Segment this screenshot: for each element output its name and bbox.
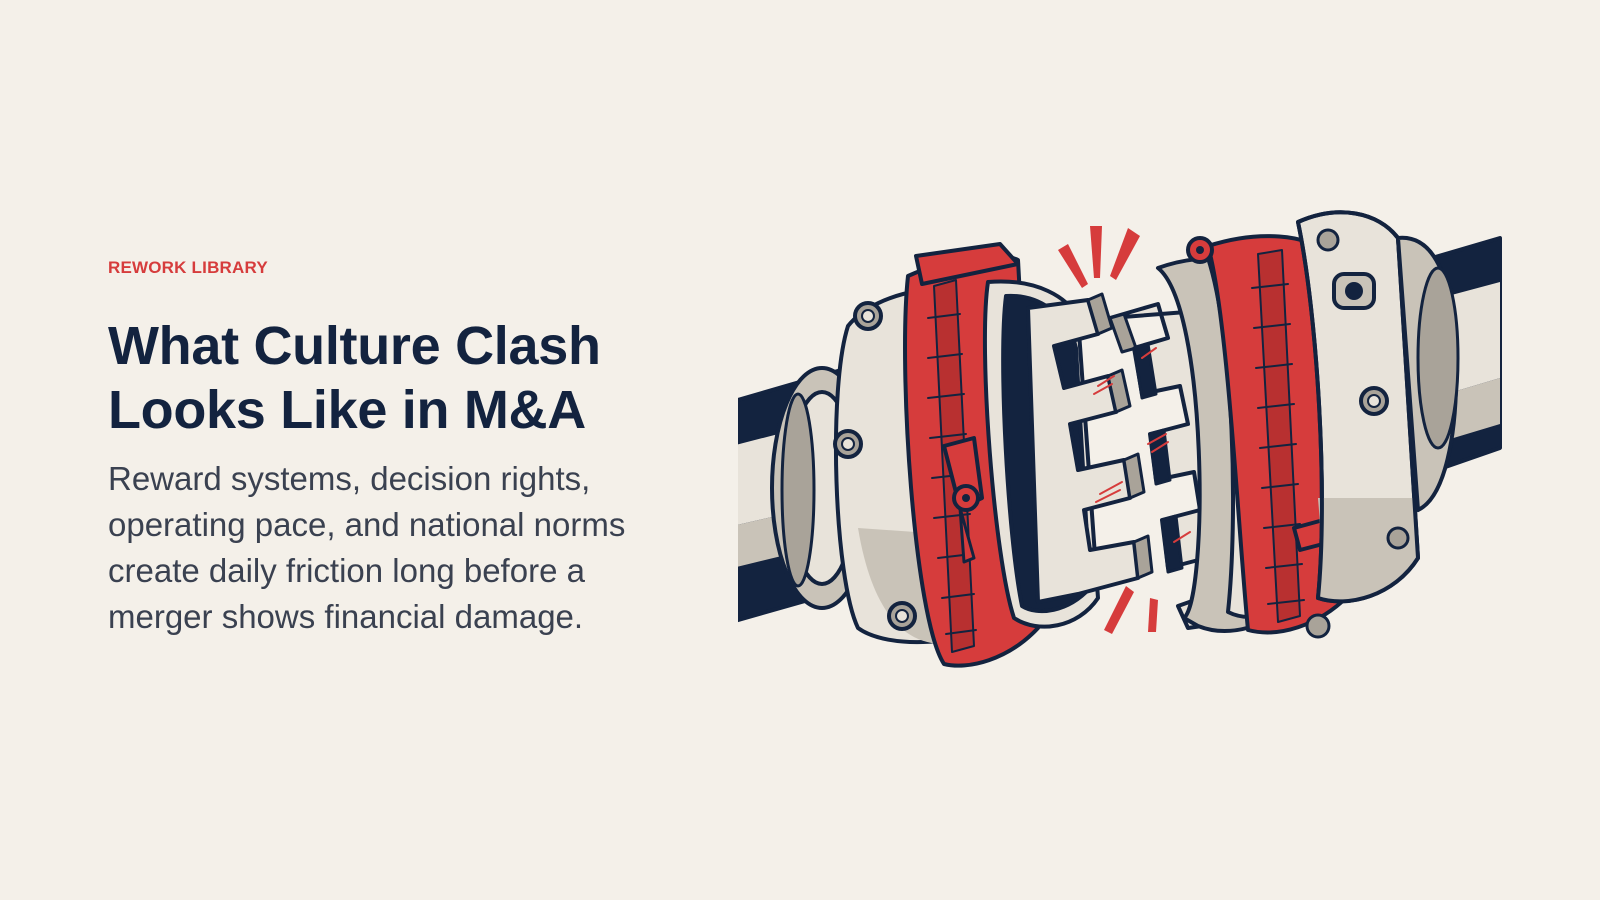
page-title: What Culture Clash Looks Like in M&A [108,314,688,442]
subtitle-line-2: operating pace, and national norms [108,506,626,543]
clash-sparks-icon [1058,226,1158,634]
title-line-2: Looks Like in M&A [108,380,586,440]
eyebrow-label: REWORK LIBRARY [108,258,268,277]
subtitle-line-4: merger shows financial damage. [108,598,584,635]
right-flange [1296,210,1420,639]
clashing-gear-couplings-icon [738,210,1502,668]
title-line-1: What Culture Clash [108,316,601,376]
page-subtitle: Reward systems, decision rights, operati… [108,456,688,640]
subtitle-line-3: create daily friction long before a [108,552,585,589]
right-hub [1396,235,1460,512]
hero-text: REWORK LIBRARY What Culture Clash Looks … [108,258,688,640]
subtitle-line-1: Reward systems, decision rights, [108,460,591,497]
left-gear [982,279,1154,629]
